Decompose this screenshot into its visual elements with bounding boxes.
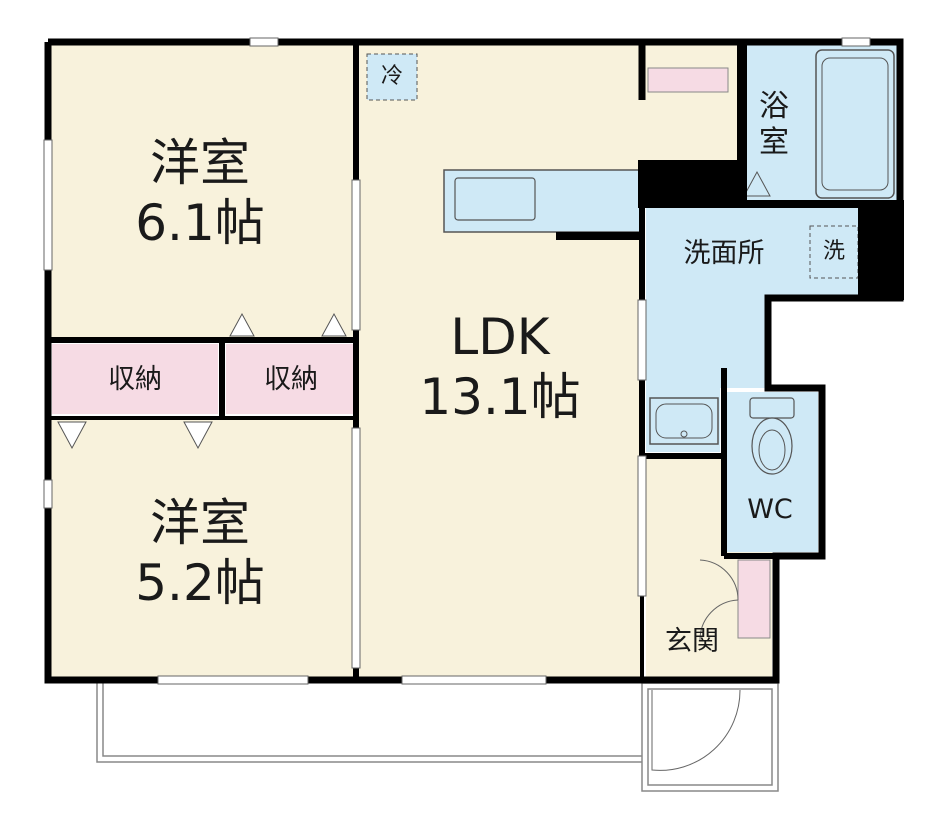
toilet-fixture xyxy=(749,397,795,475)
wall-block-kitchen xyxy=(638,160,744,208)
door-swings xyxy=(651,559,741,771)
bathroom-label-top: 浴 xyxy=(759,89,789,124)
entrance-label: 玄関 xyxy=(665,626,719,657)
kitchen-shelf xyxy=(647,67,729,93)
bathtub xyxy=(743,49,895,199)
storage-right-floor xyxy=(226,344,354,414)
entrance-porch xyxy=(641,682,779,792)
storage-left-floor xyxy=(52,344,218,414)
western-room-1-floor xyxy=(48,42,354,338)
closet-doors xyxy=(57,312,347,450)
toilet-label: WC xyxy=(747,494,793,525)
storage-right-label: 収納 xyxy=(264,364,318,395)
washer-space-label: 洗 xyxy=(822,239,845,264)
washroom-label: 洗面所 xyxy=(683,238,765,269)
western-room-1-size: 6.1帖 xyxy=(135,194,265,252)
kitchen-counter xyxy=(443,169,641,233)
ldk-floor xyxy=(358,42,642,678)
washer-space xyxy=(809,225,859,279)
washroom-floor xyxy=(646,208,862,452)
storage-left-label: 収納 xyxy=(108,364,162,395)
wall-block-washroom xyxy=(862,200,904,300)
windows xyxy=(43,37,871,685)
fridge-space xyxy=(366,53,418,101)
washbasin xyxy=(649,397,719,445)
fridge-space-label: 冷 xyxy=(380,64,403,89)
western-room-2-size: 5.2帖 xyxy=(135,554,265,612)
bathroom-label-bottom: 室 xyxy=(759,125,789,160)
balcony xyxy=(96,683,642,763)
ldk-size: 13.1帖 xyxy=(419,368,581,426)
wall-block-counter xyxy=(556,232,642,240)
kitchen-upper-floor xyxy=(642,42,738,164)
ldk-name: LDK xyxy=(450,308,550,366)
western-room-2-name: 洋室 xyxy=(150,494,250,552)
western-room-1-name: 洋室 xyxy=(150,134,250,192)
entrance-shoe-cabinet xyxy=(737,559,771,639)
western-room-2-floor xyxy=(48,420,354,678)
